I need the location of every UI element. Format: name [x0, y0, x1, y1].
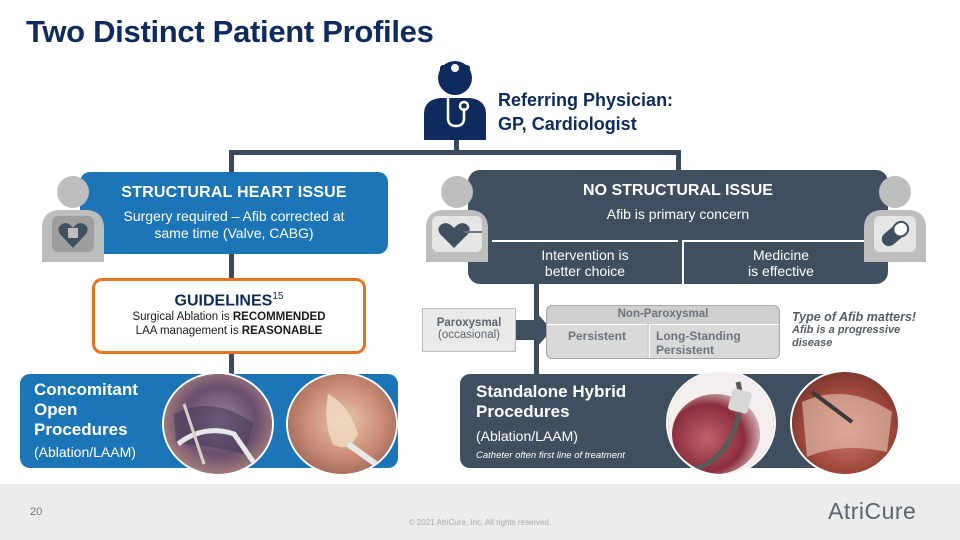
structural-desc-line1: Surgery required – Afib corrected at	[123, 208, 345, 224]
option-medicine-line2: is effective	[748, 263, 814, 279]
long-standing-line1: Long-Standing	[656, 329, 741, 343]
connector-guidelines-to-concomitant	[229, 354, 234, 376]
surgery-photo-2	[286, 372, 398, 476]
guidelines-reasonable: REASONABLE	[241, 325, 323, 338]
concomitant-sub: (Ablation/LAAM)	[34, 444, 136, 460]
hybrid-photo-2	[790, 370, 900, 476]
connector-trunk	[454, 138, 459, 154]
page-title: Two Distinct Patient Profiles	[26, 14, 434, 49]
non-paroxysmal-label: Non-Paroxysmal	[617, 308, 709, 320]
long-standing-cell: Long-Standing Persistent	[649, 324, 779, 358]
physician-label: Referring Physician: GP, Cardiologist	[498, 88, 673, 136]
option-intervention-line2: better choice	[544, 263, 626, 279]
guidelines-line2-text: LAA management is	[135, 325, 242, 338]
option-intervention: Intervention is better choice	[492, 240, 678, 284]
structural-desc: Surgery required – Afib corrected at sam…	[80, 208, 388, 242]
standalone-sub: (Ablation/LAAM)	[476, 428, 578, 444]
guidelines-title-text: GUIDELINES	[174, 292, 273, 310]
paroxysmal-sub: (occasional)	[438, 329, 500, 341]
surgery-photo-1	[162, 372, 274, 476]
guidelines-title: GUIDELINES15	[95, 291, 363, 310]
patient-pill-icon	[864, 176, 926, 262]
concomitant-title: Concomitant Open Procedures	[34, 380, 138, 440]
long-standing-line2: Persistent	[656, 343, 715, 357]
guidelines-line2: LAA management is REASONABLE	[95, 324, 363, 338]
atricure-logo: AtriCure	[828, 498, 917, 524]
standalone-note: Catheter often first line of treatment	[476, 450, 625, 461]
physician-line2: GP, Cardiologist	[498, 114, 637, 134]
connector-left-drop	[229, 150, 234, 174]
no-structural-title: NO STRUCTURAL ISSUE	[583, 182, 773, 199]
page-number: 20	[30, 506, 43, 518]
patient-heart-catheter-icon	[426, 176, 488, 262]
concomitant-title-line3: Procedures	[34, 420, 128, 439]
structural-desc-line2: same time (Valve, CABG)	[154, 225, 314, 241]
afib-note-line3: disease	[792, 337, 833, 349]
guidelines-line1-text: Surgical Ablation is	[132, 311, 233, 324]
paroxysmal-label: Paroxysmal	[436, 317, 502, 329]
afib-note: Type of Afib matters! Afib is a progress…	[792, 310, 916, 350]
paroxysmal-box: Paroxysmal (occasional)	[422, 308, 516, 352]
no-structural-box: NO STRUCTURAL ISSUE Afib is primary conc…	[468, 170, 888, 284]
doctor-icon	[424, 61, 486, 140]
guidelines-recommended: RECOMMENDED	[232, 311, 326, 324]
guidelines-line1: Surgical Ablation is RECOMMENDED	[95, 310, 363, 324]
physician-line1: Referring Physician:	[498, 90, 674, 110]
standalone-title: Standalone Hybrid Procedures	[476, 382, 626, 422]
hybrid-photo-1	[666, 370, 776, 476]
concomitant-title-line1: Concomitant	[34, 380, 138, 399]
guidelines-box: GUIDELINES15 Surgical Ablation is RECOMM…	[92, 278, 366, 354]
afib-note-line2: Afib is a progressive	[792, 324, 901, 336]
arrow-right-icon	[516, 312, 552, 348]
patient-heart-valve-icon	[42, 176, 104, 262]
connector-left-to-guidelines	[229, 254, 234, 280]
guidelines-ref: 15	[272, 291, 284, 302]
footer-bar	[0, 484, 960, 540]
option-medicine: Medicine is effective	[682, 240, 878, 284]
option-intervention-line1: Intervention is	[541, 247, 629, 263]
option-medicine-line1: Medicine	[752, 247, 810, 263]
structural-heart-box: STRUCTURAL HEART ISSUE Surgery required …	[80, 172, 388, 254]
non-paroxysmal-box: Non-Paroxysmal Persistent Long-Standing …	[546, 305, 780, 359]
copyright: © 2021 AtriCure, Inc. All rights reserve…	[408, 518, 552, 527]
concomitant-title-line2: Open	[34, 400, 78, 419]
standalone-title-line2: Procedures	[476, 402, 570, 421]
structural-title: STRUCTURAL HEART ISSUE	[121, 184, 347, 201]
afib-note-line1: Type of Afib matters!	[792, 310, 917, 324]
standalone-title-line1: Standalone Hybrid	[476, 382, 627, 401]
connector-right-drop	[676, 150, 681, 172]
persistent-cell: Persistent	[547, 324, 647, 358]
connector-horizontal	[229, 150, 681, 155]
no-structural-subtitle: Afib is primary concern	[606, 206, 750, 222]
